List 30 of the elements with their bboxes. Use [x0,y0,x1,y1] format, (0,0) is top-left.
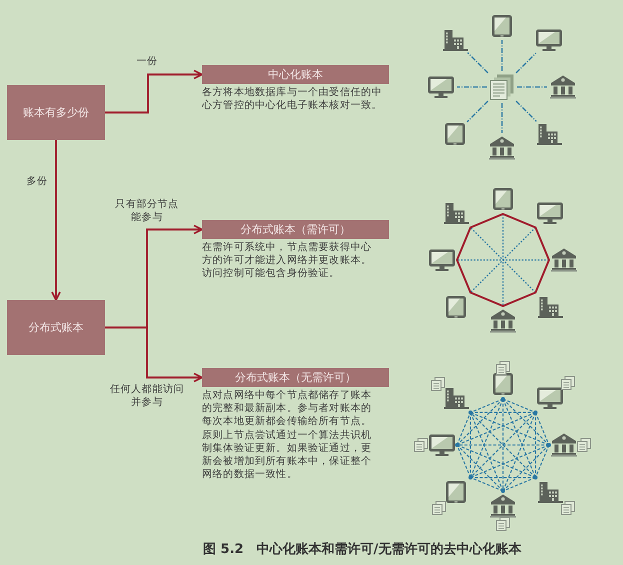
connector-arrow [105,70,203,114]
heading-bar: 分布式账本（需许可） [202,220,389,239]
monitor-icon [536,29,562,51]
figure-caption: 图 5.2 中心化账本和需许可/无需许可的去中心化账本 [203,540,522,558]
columned-building-icon [550,75,576,99]
connector-line [467,52,488,74]
connector-line [501,40,503,71]
connector-line [517,86,547,88]
connector-line [466,100,488,122]
process-box: 账本有多少份 [7,85,105,140]
connector-line [457,86,487,88]
columned-building-icon [489,136,515,160]
monitor-icon [428,76,454,98]
connector-arrow [105,326,203,382]
heading-bar: 中心化账本 [202,65,389,84]
heading-bar: 分布式账本（无需许可） [202,368,389,387]
connector-line [516,100,537,122]
edge-label: 任何人都能访问并参与 [108,383,186,409]
process-box: 分布式账本 [7,300,105,355]
connector-line [516,52,536,74]
document-stack-icon [490,74,514,100]
tablet-icon [445,123,465,145]
connector-line [501,103,503,133]
description-text: 在需许可系统中，节点需要获得中心方的许可才能进入网络并更改账本。访问控制可能包含身份验证。 [202,241,373,281]
office-building-icon [536,124,562,144]
description-text: 点对点网络中每个节点都储存了账本的完整和最新副本。参与者对账本的每次本地更新都会传输给所有节点。原则上节点尝试通过一个算法共识机制集体验证更新。如果验证通过，更新会被增加到所有账本中，保证整个网络的数据一致性。 [202,389,373,482]
description-text: 各方将本地数据库与一个由受信任的中心方管控的中心化电子账本核对一致。 [202,86,384,112]
connector-arrow [51,140,61,301]
tablet-icon [492,15,512,37]
office-building-icon [442,30,468,50]
